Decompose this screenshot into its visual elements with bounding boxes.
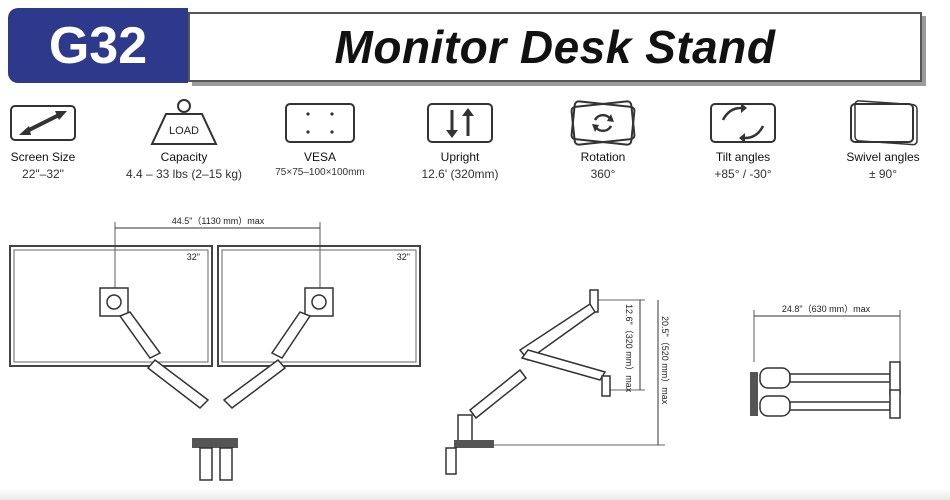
spec-label: Rotation — [580, 150, 626, 164]
spec-value: 12.6' (320mm) — [421, 167, 499, 181]
spec-label: VESA — [303, 150, 336, 164]
spec-label: Capacity — [160, 150, 208, 164]
front-view-diagram: 44.5"（1130 mm）max 32" 32" — [9, 216, 421, 481]
total-height-dimension: 20.5"（520 mm）max — [660, 316, 670, 405]
spec-swivel: Swivel angles ± 90° — [816, 98, 950, 181]
header: G32 Monitor Desk Stand — [0, 0, 950, 90]
spec-value: 75×75–100×100mm — [275, 167, 365, 178]
model-badge: G32 — [8, 8, 188, 83]
page-title: Monitor Desk Stand — [334, 21, 776, 73]
weight-icon-label: LOAD — [169, 125, 199, 137]
spec-upright: Upright 12.6' (320mm) — [393, 98, 527, 181]
depth-dimension: 24.8"（630 mm）max — [782, 304, 871, 314]
left-screen-size: 32" — [187, 252, 200, 262]
screen-size-icon — [10, 105, 76, 141]
spec-label: Upright — [440, 150, 480, 164]
vesa-icon — [285, 103, 355, 143]
swivel-icon — [850, 100, 918, 146]
tilt-icon — [710, 103, 776, 143]
spec-label: Screen Size — [10, 150, 76, 164]
weight-icon: LOAD — [150, 99, 218, 145]
spec-tilt: Tilt angles +85° / -30° — [676, 98, 810, 181]
spec-screen-size: Screen Size 22"–32" — [0, 98, 110, 181]
upright-dimension: 12.6"（320 mm）max — [624, 304, 634, 393]
title-box: Monitor Desk Stand — [188, 12, 922, 82]
spec-value: 22"–32" — [22, 167, 64, 181]
spec-value: 4.4 – 33 lbs (2–15 kg) — [125, 167, 243, 181]
spec-label: Tilt angles — [715, 150, 771, 164]
rotation-icon — [570, 100, 636, 146]
width-dimension: 44.5"（1130 mm）max — [172, 216, 265, 226]
upright-icon — [427, 103, 493, 143]
bottom-shade — [0, 488, 950, 500]
spec-vesa: VESA 75×75–100×100mm — [253, 98, 387, 178]
top-view-diagram: 24.8"（630 mm）max — [750, 304, 901, 419]
spec-value: ± 90° — [868, 167, 898, 181]
spec-label: Swivel angles — [846, 150, 920, 164]
right-screen-size: 32" — [397, 252, 410, 262]
spec-capacity: LOAD Capacity 4.4 – 33 lbs (2–15 kg) — [117, 98, 251, 181]
spec-rotation: Rotation 360° — [536, 98, 670, 181]
spec-value: +85° / -30° — [714, 167, 772, 181]
spec-value: 360° — [590, 167, 616, 181]
side-view-diagram: 12.6"（320 mm）max 20.5"（520 mm）max — [445, 289, 670, 475]
